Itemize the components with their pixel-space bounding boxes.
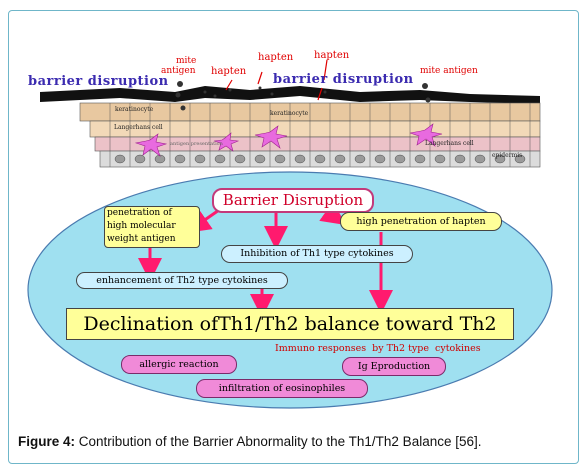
inhibition-text: Inhibition of Th1 type cytokines xyxy=(240,248,394,259)
penetration-line2: high molecular xyxy=(107,221,176,231)
label-keratinocyte-center: keratinocyte xyxy=(270,110,309,117)
stratum-corneum xyxy=(40,86,540,104)
barrier-disruption-text: Barrier Disruption xyxy=(222,191,364,209)
penetration-line1: penetration of xyxy=(107,208,172,218)
penetration-line3: weight antigen xyxy=(107,234,176,244)
box-enhancement-th2: enhancement of Th2 type cytokines xyxy=(76,272,288,289)
box-barrier-disruption: Barrier Disruption xyxy=(212,188,374,213)
ig-e-production-text: Ig Eproduction xyxy=(357,361,431,372)
label-epidermis: epidermis xyxy=(492,152,523,159)
caption-text: Contribution of the Barrier Abnormality … xyxy=(75,434,482,449)
high-penetration-text: high penetration of hapten xyxy=(356,216,486,227)
label-hapten-center: hapten xyxy=(258,52,294,63)
label-barrier-disruption-left: barrier disruption xyxy=(28,74,169,89)
declination-text: Declination ofTh1/Th2 balance toward Th2 xyxy=(83,313,497,335)
allergic-reaction-text: allergic reaction xyxy=(139,359,219,370)
figure-caption: Figure 4: Contribution of the Barrier Ab… xyxy=(18,434,574,449)
hapten-marks xyxy=(225,59,328,101)
label-langerhans-left: Langerhans cell xyxy=(114,124,163,131)
antigen-particles xyxy=(175,81,431,111)
cell-dividers xyxy=(109,103,531,167)
enhancement-text: enhancement of Th2 type cytokines xyxy=(96,275,268,286)
box-declination: Declination ofTh1/Th2 balance toward Th2 xyxy=(66,308,514,340)
box-infiltration-eosinophiles: infiltration of eosinophiles xyxy=(196,379,368,398)
box-allergic-reaction: allergic reaction xyxy=(121,355,237,374)
infiltration-text: infiltration of eosinophiles xyxy=(218,383,346,394)
cell-nuclei xyxy=(114,154,526,164)
skin-section xyxy=(40,59,541,168)
label-langerhans-right: Langerhans cell xyxy=(425,140,474,147)
box-high-penetration-hapten: high penetration of hapten xyxy=(340,212,502,231)
label-hapten-left: hapten xyxy=(211,66,247,77)
label-barrier-disruption-right: barrier disruption xyxy=(273,72,414,87)
box-inhibition-th1: Inhibition of Th1 type cytokines xyxy=(221,245,413,263)
label-antigen-left: antigen xyxy=(161,66,196,76)
label-mite-antigen-right: mite antigen xyxy=(420,66,478,76)
label-mite-left: mite xyxy=(176,56,197,66)
box-penetration: penetration of high molecular weight ant… xyxy=(104,206,200,248)
langerhans-cells xyxy=(134,123,443,157)
label-hapten-right: hapten xyxy=(314,50,350,61)
label-antigen-presentation: antigen presentation xyxy=(170,141,223,147)
label-keratinocyte-left: keratinocyte xyxy=(115,106,154,113)
box-ig-e-production: Ig Eproduction xyxy=(342,357,446,376)
immuno-responses-label: Immuno responses by Th2 type cytokines xyxy=(275,343,481,354)
caption-label: Figure 4: xyxy=(18,434,76,449)
